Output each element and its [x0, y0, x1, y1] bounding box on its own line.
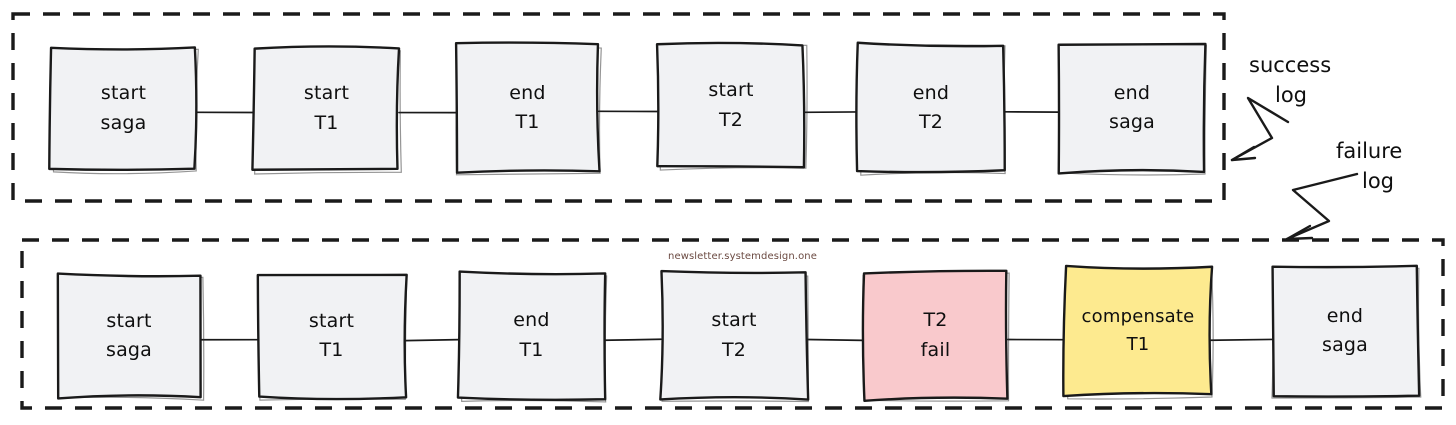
success-log-container — [11, 12, 1226, 203]
node-end-saga[interactable] — [1271, 264, 1421, 398]
success-log-annotation-word1: success — [1249, 53, 1332, 77]
node-end-t2[interactable] — [855, 41, 1006, 174]
failure-log-annotation-arrow — [1285, 172, 1359, 241]
connector-f3-to-f4 — [603, 338, 662, 342]
node-start-saga[interactable] — [56, 272, 202, 400]
nodes-layer — [48, 41, 1422, 403]
failure-log-container — [20, 238, 1445, 410]
node-compensate-t1[interactable] — [1062, 264, 1214, 398]
success-log-annotation-arrowhead — [1230, 145, 1257, 162]
success-log-annotation-label: success log — [1249, 50, 1331, 111]
failure-log-annotation-word2: log — [1362, 169, 1395, 194]
node-end-t1[interactable] — [454, 41, 601, 174]
connector-f4-to-f5 — [806, 338, 864, 342]
node-start-t2[interactable] — [659, 269, 810, 401]
success-log-annotation-word2: log — [1275, 83, 1308, 108]
failure-log-annotation-label: failure log — [1336, 136, 1402, 197]
connectors-layer — [195, 110, 1273, 342]
node-start-t1[interactable] — [256, 273, 408, 401]
node-end-t1[interactable] — [456, 270, 607, 402]
failure-log-annotation-arrowhead — [1285, 224, 1314, 241]
groups-layer — [11, 12, 1445, 410]
connector-f6-to-f7 — [1210, 338, 1273, 342]
connector-f2-to-f3 — [404, 338, 460, 342]
node-end-saga[interactable] — [1057, 42, 1207, 175]
node-start-t2[interactable] — [655, 41, 806, 169]
watermark-text: newsletter.systemdesign.one — [668, 251, 817, 262]
node-t2-fail[interactable] — [861, 269, 1009, 402]
failure-log-annotation-word1: failure — [1336, 139, 1403, 163]
node-start-saga[interactable] — [48, 46, 198, 172]
annotations-layer — [1230, 96, 1359, 241]
node-start-t1[interactable] — [251, 45, 401, 171]
